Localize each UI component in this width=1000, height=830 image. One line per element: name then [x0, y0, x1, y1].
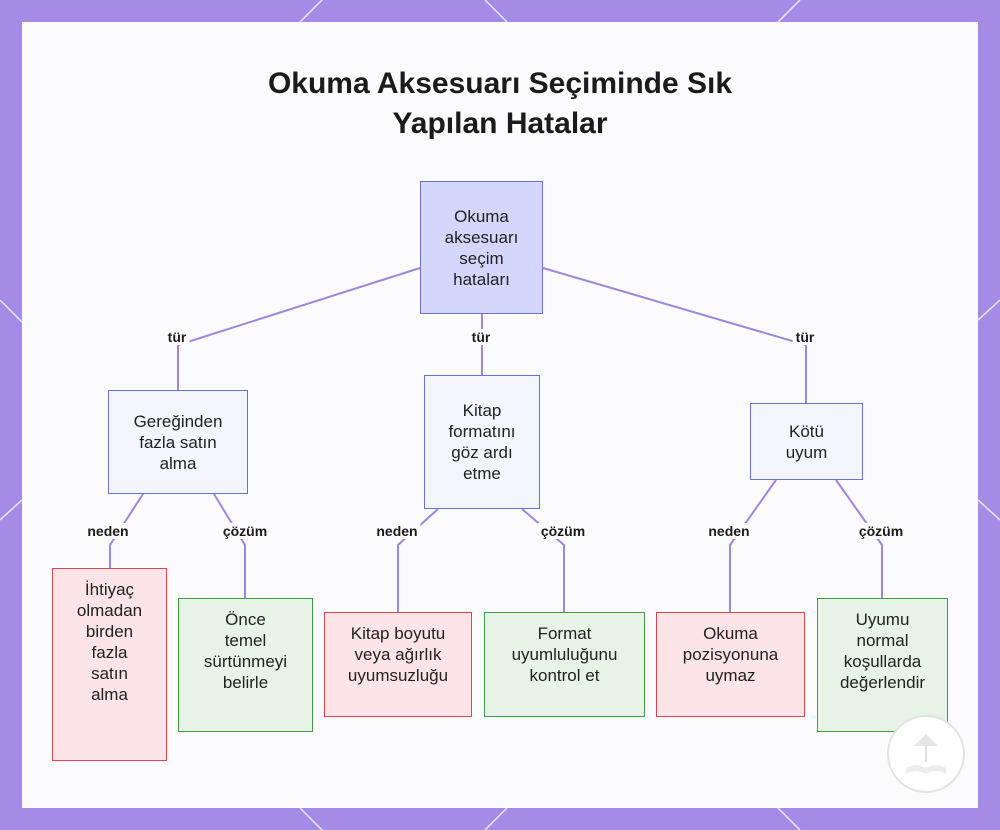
diagram-title-line1: Okuma Aksesuarı Seçiminde Sık	[267, 67, 733, 100]
node-root: Okuma aksesuarı seçim hataları	[420, 181, 543, 314]
node-solution-bad-fit: Uyumu normal koşullarda değerlendir	[817, 598, 948, 732]
edge-label-type1: tür	[164, 329, 190, 345]
node-solution-overbuying: Önce temel sürtünmeyi belirle	[178, 598, 313, 732]
edge-label-type2: tür	[468, 329, 494, 345]
edge-label-sol1: çözüm	[219, 523, 271, 539]
edge-root-cat3	[542, 267, 807, 403]
node-category-bad-fit: Kötü uyum	[750, 403, 863, 480]
node-category-book-format: Kitap formatını göz ardı etme	[424, 375, 540, 509]
edge-label-sol3: çözüm	[855, 523, 907, 539]
edge-label-cause1: neden	[84, 523, 132, 539]
edge-cat2-sol2	[521, 508, 565, 612]
edge-label-cause2: neden	[373, 523, 421, 539]
node-category-overbuying: Gereğinden fazla satın alma	[108, 390, 248, 494]
node-cause-overbuying: İhtiyaç olmadan birden fazla satın alma	[52, 568, 167, 761]
node-solution-book-format: Format uyumluluğunu kontrol et	[484, 612, 645, 717]
edge-cat3-sol3	[835, 479, 883, 598]
edge-cat3-cause3	[729, 479, 777, 612]
node-cause-book-format: Kitap boyutu veya ağırlık uyumsuzluğu	[324, 612, 472, 717]
edge-label-sol2: çözüm	[537, 523, 589, 539]
diagram-title-line2: Yapılan Hatalar	[392, 107, 608, 140]
edge-cat2-cause2	[397, 508, 439, 612]
edge-cat1-cause1	[109, 493, 144, 568]
edge-cat1-sol1	[213, 493, 246, 598]
edge-label-cause3: neden	[705, 523, 753, 539]
node-cause-bad-fit: Okuma pozisyonuna uymaz	[656, 612, 805, 717]
edge-root-cat1	[177, 267, 421, 390]
edge-label-type3: tür	[792, 329, 818, 345]
book-lamp-logo-icon	[887, 715, 965, 793]
